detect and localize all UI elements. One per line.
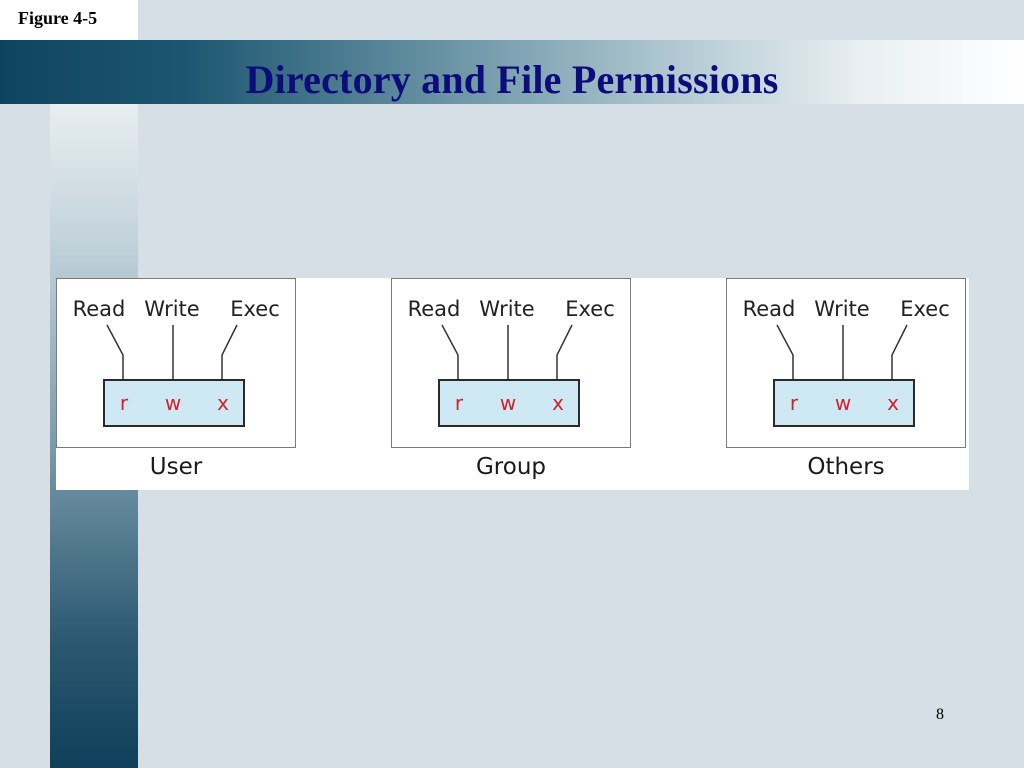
exec-connector — [221, 324, 238, 381]
read-connector — [106, 324, 124, 381]
exec-char: x — [552, 391, 564, 415]
exec-label: Exec — [230, 297, 280, 321]
read-connector — [776, 324, 794, 381]
write-char: w — [834, 391, 852, 415]
write-char: w — [164, 391, 182, 415]
exec-label: Exec — [565, 297, 615, 321]
page-number: 8 — [936, 706, 944, 723]
connector-lines — [106, 324, 238, 381]
read-char: r — [789, 391, 799, 415]
exec-label: Exec — [900, 297, 950, 321]
permission-box: r w x — [438, 379, 580, 427]
write-char: w — [499, 391, 517, 415]
read-char: r — [454, 391, 464, 415]
figure-tab: Figure 4-5 — [0, 0, 138, 40]
write-label: Write — [144, 297, 200, 321]
user-caption: User — [149, 454, 203, 480]
write-label: Write — [479, 297, 535, 321]
permission-box: r w x — [103, 379, 245, 427]
connector-lines — [441, 324, 573, 381]
group-caption: Group — [475, 454, 547, 480]
permission-box: r w x — [773, 379, 915, 427]
user-permission-panel: Read Write Exec r w x — [56, 278, 296, 448]
permissions-diagram: Read Write Exec r w x User Read Write Ex… — [56, 278, 969, 490]
read-label: Read — [742, 297, 796, 321]
exec-connector — [891, 324, 908, 381]
exec-char: x — [217, 391, 229, 415]
slide-title: Directory and File Permissions — [245, 57, 779, 102]
title-bar — [0, 40, 1024, 104]
read-label: Read — [72, 297, 126, 321]
read-char: r — [119, 391, 129, 415]
exec-connector — [556, 324, 573, 381]
others-caption: Others — [807, 454, 885, 480]
figure-label: Figure 4-5 — [18, 8, 98, 28]
write-label: Write — [814, 297, 870, 321]
exec-char: x — [887, 391, 899, 415]
read-connector — [441, 324, 459, 381]
read-label: Read — [407, 297, 461, 321]
connector-lines — [776, 324, 908, 381]
group-permission-panel: Read Write Exec r w x — [391, 278, 631, 448]
others-permission-panel: Read Write Exec r w x — [726, 278, 966, 448]
